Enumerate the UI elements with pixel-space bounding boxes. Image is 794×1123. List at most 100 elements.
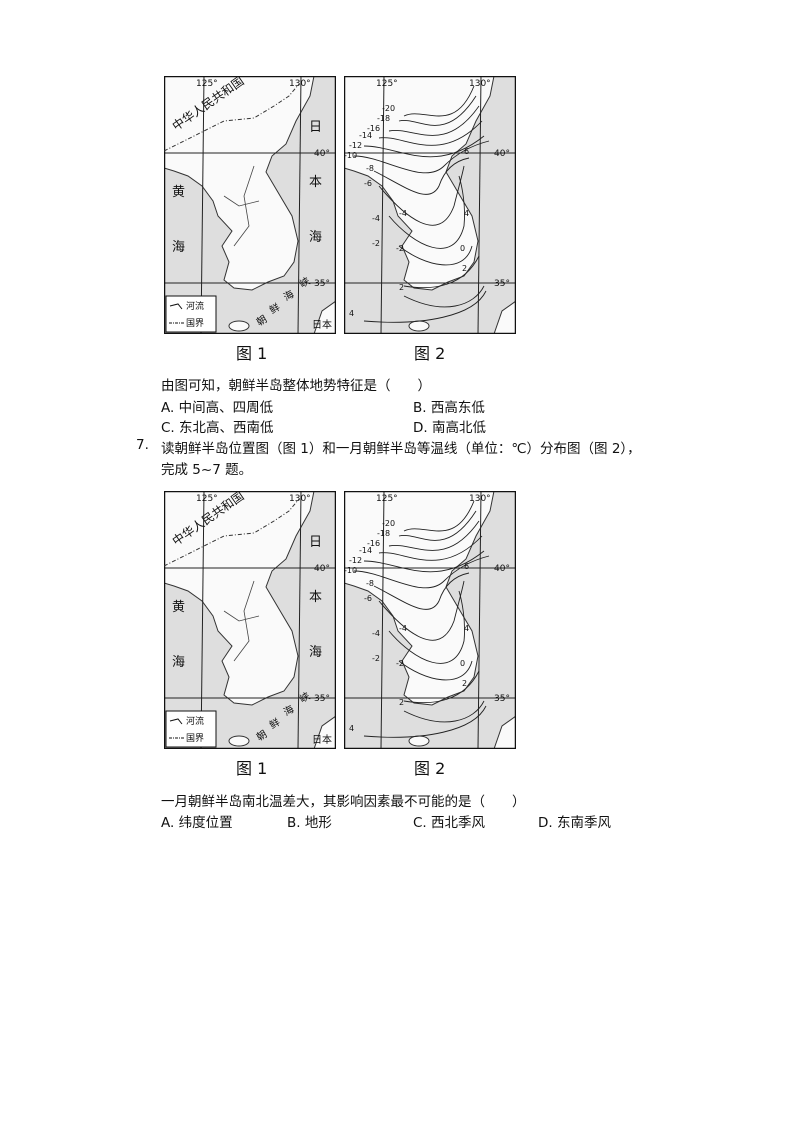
meridian-125: [380, 491, 385, 749]
isotherm-label: -4: [372, 214, 380, 223]
question-7-option-b[interactable]: B. 地形: [287, 815, 332, 831]
question-7-stem: 一月朝鲜半岛南北温差大，其影响因素最不可能的是（ ）: [161, 794, 526, 810]
meridian-125: [380, 76, 385, 334]
isotherm-line: [388, 105, 480, 136]
isotherm-line: [353, 555, 490, 589]
isotherm-label: -6: [364, 594, 372, 603]
isotherm-label: -14: [359, 131, 372, 140]
isotherm-line: [378, 580, 465, 641]
latitude-label: 40°: [494, 564, 510, 574]
map-svg: 125°130°40°35°-20-18-16-14-12-10-8-6-4-2…: [344, 491, 516, 749]
land-outline: [164, 76, 315, 291]
isotherm-line: [398, 510, 477, 541]
map-svg: 125°130°40°35°中华人民共和国日本海黄海朝鲜海峡日本河流国界: [164, 491, 336, 749]
question-7-option-a[interactable]: A. 纬度位置: [161, 815, 233, 831]
meridian-125: [200, 76, 205, 334]
yellow-sea-label: 海: [172, 655, 185, 670]
figure-group-top: 125°130°40°35°中华人民共和国日本海黄海朝鲜海峡日本河流国界 125…: [164, 76, 519, 366]
japan-land: [493, 715, 516, 749]
sea-of-japan-label: 海: [309, 645, 322, 660]
isotherm-label: -20: [382, 104, 395, 113]
meridian-130: [297, 76, 302, 334]
isotherm-label: 6: [464, 562, 469, 571]
question-6-option-b[interactable]: B. 西高东低: [413, 400, 485, 416]
land-outline: [164, 491, 315, 706]
isotherm-line: [403, 85, 475, 117]
figure-1-caption: 图 1: [236, 759, 268, 778]
map-figure-1: 125°130°40°35°中华人民共和国日本海黄海朝鲜海峡日本河流国界: [164, 491, 336, 749]
isotherm-line: [378, 535, 483, 561]
isotherm-label: -4: [399, 624, 407, 633]
isotherm-label: -2: [396, 659, 404, 668]
latitude-label: 40°: [314, 149, 330, 159]
isotherm-line: [363, 705, 487, 738]
meridian-125: [200, 491, 205, 749]
isotherm-label: -4: [372, 629, 380, 638]
yellow-sea-label: 海: [172, 240, 185, 255]
legend-border-label: 国界: [186, 318, 204, 329]
isotherm-label: 4: [349, 724, 354, 733]
isotherm-label: 2: [399, 283, 404, 292]
sea-of-japan-label: 海: [309, 230, 322, 245]
map-frame: [344, 76, 516, 334]
isotherm-label: -8: [366, 579, 374, 588]
yellow-sea-label: 黄: [172, 600, 185, 615]
isotherm-label: 2: [462, 264, 467, 273]
isotherm-label: -4: [399, 209, 407, 218]
isotherm-line: [398, 95, 477, 126]
question-7-option-d[interactable]: D. 东南季风: [538, 815, 611, 831]
figure-2-caption: 图 2: [414, 344, 446, 363]
question-6-option-d[interactable]: D. 南高北低: [413, 420, 486, 436]
question-7-option-c[interactable]: C. 西北季风: [413, 815, 486, 831]
sea-of-japan-label: 本: [309, 175, 322, 190]
legend-river-symbol: [169, 303, 183, 310]
legend-river-label: 河流: [186, 300, 204, 312]
map-figure-2: 125°130°40°35°-20-18-16-14-12-10-8-6-4-2…: [344, 76, 516, 334]
isotherm-label: -6: [364, 179, 372, 188]
isotherm-line: [403, 670, 480, 704]
isotherm-label: -16: [367, 124, 380, 133]
isotherm-label: -14: [359, 546, 372, 555]
isotherm-label: 4: [464, 209, 469, 218]
latitude-label: 35°: [314, 279, 330, 289]
isotherm-line: [403, 255, 480, 289]
meridian-130: [477, 491, 482, 749]
isotherm-line: [378, 165, 465, 226]
map-frame: [164, 76, 336, 334]
national-border: [164, 498, 300, 567]
latitude-label: 35°: [314, 694, 330, 704]
yellow-sea-label: 黄: [172, 185, 185, 200]
question-6-option-a[interactable]: A. 中间高、四周低: [161, 400, 274, 416]
isotherm-label: -2: [372, 239, 380, 248]
japan-land: [313, 715, 336, 749]
isotherm-label: -2: [396, 244, 404, 253]
sea-of-japan-label: 本: [309, 590, 322, 605]
legend-river-label: 河流: [186, 715, 204, 727]
legend-box: [165, 295, 217, 333]
jeju-island: [408, 735, 430, 747]
question-6-option-c[interactable]: C. 东北高、西南低: [161, 420, 274, 436]
figure-1-caption: 图 1: [236, 344, 268, 363]
isotherm-label: 0: [460, 244, 465, 253]
isotherm-line: [373, 572, 470, 610]
japan-label: 日本: [312, 733, 332, 746]
japan-label: 日本: [312, 318, 332, 331]
isotherm-label: -18: [377, 529, 390, 538]
isotherm-label: -12: [349, 141, 362, 150]
map-frame: [344, 491, 516, 749]
isotherm-line: [363, 135, 485, 158]
isotherm-label: -10: [344, 151, 357, 160]
latitude-label: 35°: [494, 279, 510, 289]
longitude-label: 125°: [376, 494, 398, 504]
latitude-label: 40°: [494, 149, 510, 159]
jeju-island: [408, 320, 430, 332]
isotherm-line: [403, 500, 475, 532]
isotherm-line: [373, 157, 470, 195]
isotherm-line: [403, 700, 485, 723]
isotherm-line: [363, 290, 487, 323]
isotherm-label: 4: [464, 624, 469, 633]
map-frame: [164, 491, 336, 749]
river: [223, 580, 260, 662]
question-6-stem: 由图可知，朝鲜半岛整体地势特征是（ ）: [161, 378, 431, 394]
isotherm-line: [403, 285, 485, 308]
